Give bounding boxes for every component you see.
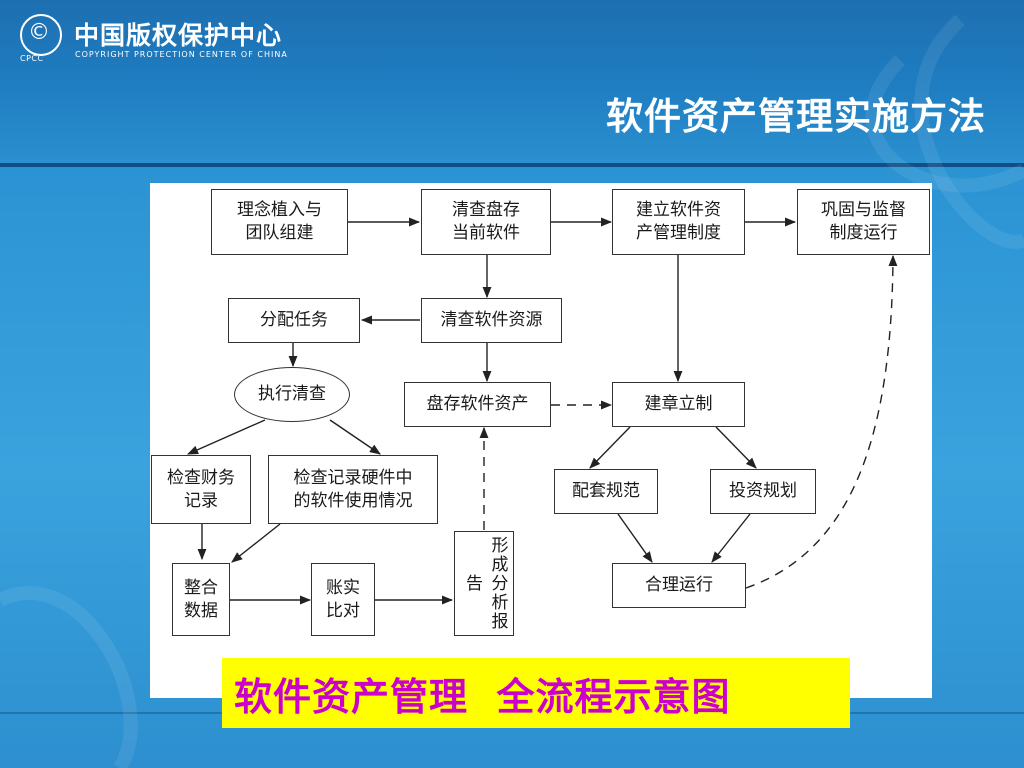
diagram-caption: 软件资产管理 全流程示意图	[222, 658, 850, 728]
node-investment-planning: 投资规划	[710, 469, 816, 514]
cpcc-logo: © CPCC 中国版权保护中心 COPYRIGHT PROTECTION CEN…	[20, 14, 340, 63]
node-establish-management-system: 建立软件资 产管理制度	[612, 189, 745, 255]
logo-english-name: COPYRIGHT PROTECTION CENTER OF CHINA	[75, 50, 288, 59]
logo-abbreviation: CPCC	[20, 54, 44, 63]
slide-title: 软件资产管理实施方法	[606, 95, 986, 138]
node-consolidate-supervise: 巩固与监督 制度运行	[797, 189, 930, 255]
node-proper-operation: 合理运行	[612, 563, 746, 608]
logo-chinese-name: 中国版权保护中心	[74, 21, 283, 50]
node-concept-team: 理念植入与 团队组建	[211, 189, 348, 255]
node-inventory-current-software: 清查盘存 当前软件	[421, 189, 551, 255]
node-inventory-software-assets: 盘存软件资产	[404, 382, 551, 427]
node-check-software-resources: 清查软件资源	[421, 298, 562, 343]
node-analysis-report: 形成分析报告	[454, 531, 514, 636]
node-execute-check: 执行清查	[234, 367, 350, 422]
copyright-symbol: ©	[28, 20, 50, 45]
node-integrate-data: 整合 数据	[172, 563, 230, 636]
node-establish-rules: 建章立制	[612, 382, 745, 427]
header-divider	[0, 163, 1024, 167]
flowchart-panel	[150, 183, 932, 698]
caption-text: 软件资产管理 全流程示意图	[234, 674, 731, 719]
node-check-financial-records: 检查财务 记录	[151, 455, 251, 524]
node-check-hardware-software-usage: 检查记录硬件中 的软件使用情况	[268, 455, 438, 524]
node-assign-tasks: 分配任务	[228, 298, 360, 343]
copyright-circle-icon	[20, 14, 62, 56]
node-supporting-norms: 配套规范	[554, 469, 658, 514]
node-account-vs-actual: 账实 比对	[311, 563, 375, 636]
header-band	[0, 0, 1024, 163]
